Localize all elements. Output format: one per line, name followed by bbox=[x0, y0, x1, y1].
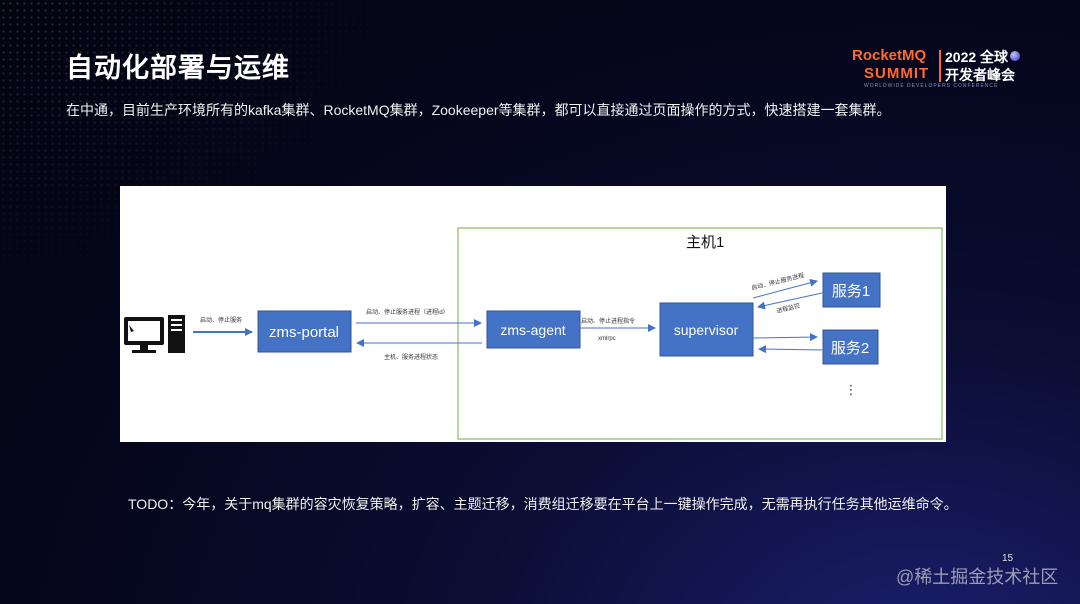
host-label: 主机1 bbox=[686, 234, 724, 251]
conference-logo: RocketMQ SUMMIT 2022 全球 开发者峰会 WORLDWIDE … bbox=[852, 47, 1042, 91]
todo-note: TODO：今年，关于mq集群的容灾恢复策略，扩容、主题迁移，消费组迁移要在平台上… bbox=[128, 496, 958, 512]
service1-label: 服务1 bbox=[832, 283, 870, 300]
watermark: @稀土掘金技术社区 bbox=[896, 567, 1059, 587]
zms-agent-label: zms-agent bbox=[500, 322, 565, 338]
slide-subtitle: 在中通，目前生产环境所有的kafka集群、RocketMQ集群，Zookeepe… bbox=[66, 102, 891, 118]
arrow-service1-to-supervisor bbox=[757, 292, 823, 310]
logo-year-line: 2022 全球 bbox=[945, 49, 1009, 65]
supervisor-box bbox=[659, 302, 754, 357]
logo-separator bbox=[939, 50, 941, 82]
page-number: 15 bbox=[1002, 553, 1014, 564]
edge-label-agent-to-supervisor: 启动、停止进程指令 bbox=[581, 317, 635, 325]
service2-label: 服务2 bbox=[831, 340, 869, 357]
architecture-diagram: 主机1 zms-portal zms-agent supervisor 服务1 … bbox=[120, 186, 946, 442]
more-services-ellipsis: ⋮ bbox=[845, 382, 858, 397]
edge-label-agent-to-portal: 主机、服务进程状态 bbox=[384, 353, 438, 361]
client-computer-icon bbox=[124, 315, 185, 353]
zms-portal-label: zms-portal bbox=[269, 324, 339, 341]
edge-label-supervisor-to-service: 启动、停止服务进程 bbox=[751, 271, 805, 292]
supervisor-label: supervisor bbox=[674, 322, 739, 338]
logo-tagline: WORLDWIDE DEVELOPERS CONFERENCE bbox=[864, 83, 999, 89]
arrow-supervisor-to-service2 bbox=[752, 333, 818, 342]
zms-portal-box bbox=[257, 310, 352, 353]
edge-label-service-to-supervisor: 进程监控 bbox=[776, 301, 801, 315]
edge-label-client-to-portal: 启动、停止服务 bbox=[200, 316, 242, 324]
edge-label-xmlrpc: xmlrpc bbox=[598, 336, 616, 342]
logo-brand-line2: SUMMIT bbox=[864, 65, 930, 82]
edge-label-portal-to-agent: 启动、停止服务进程（进程id） bbox=[366, 308, 449, 316]
logo-event-line: 开发者峰会 bbox=[945, 67, 1015, 83]
service2-box bbox=[822, 329, 879, 365]
zms-agent-box bbox=[486, 310, 581, 349]
logo-brand-line1: RocketMQ bbox=[852, 47, 927, 64]
planet-icon bbox=[1010, 51, 1020, 61]
arrow-service2-to-supervisor bbox=[758, 345, 823, 354]
service1-box bbox=[822, 272, 881, 308]
host-container bbox=[457, 227, 943, 440]
arrow-supervisor-to-service1 bbox=[752, 278, 818, 299]
slide-title: 自动化部署与运维 bbox=[66, 53, 290, 83]
